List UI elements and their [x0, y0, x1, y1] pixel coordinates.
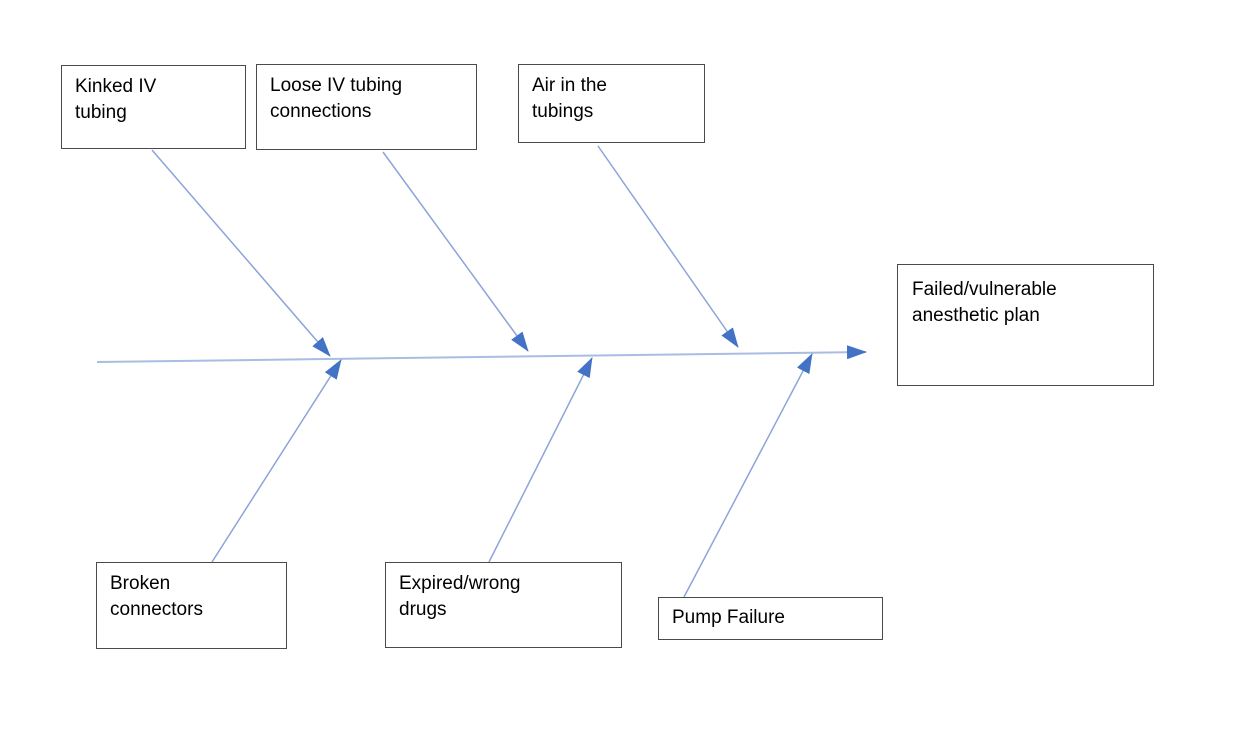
cause-box-expired-wrong-drugs: Expired/wrong drugs [385, 562, 622, 648]
cause-box-air-in-the-tubings: Air in the tubings [518, 64, 705, 143]
cause-arrow-pump-failure [683, 353, 813, 598]
cause-arrow-expired-wrong-drugs [488, 357, 593, 563]
cause-box-kinked-iv-tubing: Kinked IV tubing [61, 65, 246, 149]
spine-arrow [96, 345, 867, 363]
cause-box-broken-connectors: Broken connectors [96, 562, 287, 649]
cause-arrow-loose-iv-tubing-connections [382, 151, 529, 352]
cause-box-loose-iv-tubing-connections: Loose IV tubing connections [256, 64, 477, 150]
cause-box-pump-failure: Pump Failure [658, 597, 883, 640]
cause-arrow-kinked-iv-tubing [151, 149, 331, 357]
effect-box-failed-vulnerable-anesthetic-plan: Failed/vulnerable anesthetic plan [897, 264, 1154, 386]
cause-arrow-air-in-the-tubings [597, 145, 739, 348]
cause-arrow-broken-connectors [211, 359, 342, 563]
